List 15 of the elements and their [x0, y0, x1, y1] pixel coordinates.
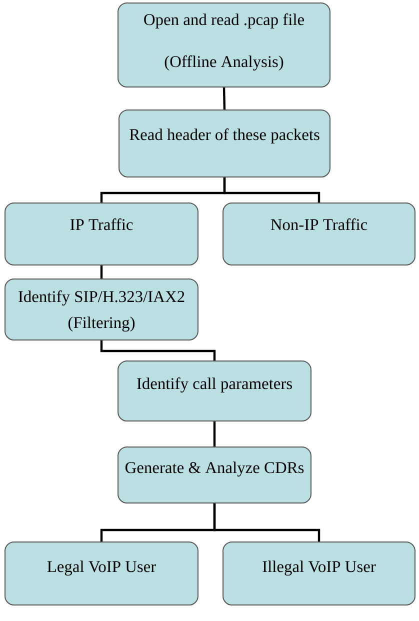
process-box: Generate & Analyze CDRs	[118, 446, 312, 504]
process-box: Identify SIP/H.323/IAX2 (Filtering)	[4, 278, 198, 340]
connector-line	[213, 422, 216, 446]
process-box: Illegal VoIP User	[222, 542, 416, 606]
connector-line	[100, 340, 216, 360]
connector-line	[222, 87, 226, 110]
process-box: Legal VoIP User	[4, 542, 198, 606]
process-box: IP Traffic	[4, 202, 198, 266]
process-box: Identify call parameters	[118, 360, 312, 422]
process-box: Open and read .pcap file (Offline Analysis)	[118, 2, 330, 88]
connector-line	[223, 178, 320, 202]
connector-line	[213, 504, 320, 542]
process-box: Read header of these packets	[118, 110, 330, 178]
process-box: Non-IP Traffic	[222, 202, 416, 266]
connector-line	[100, 266, 103, 278]
